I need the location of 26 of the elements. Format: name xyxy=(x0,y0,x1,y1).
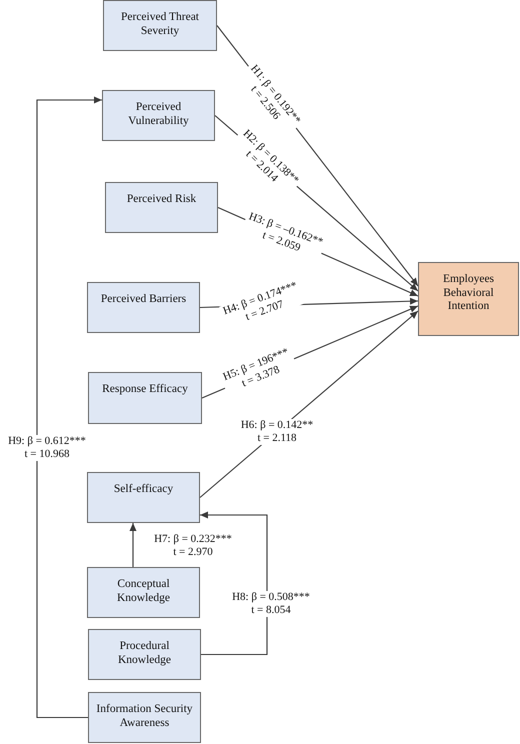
construct-box xyxy=(102,90,215,141)
edge-label: H9: β = 0.612*** t = 10.968 xyxy=(6,435,88,461)
construct-name: Information Security Awareness xyxy=(95,703,194,730)
construct-box xyxy=(88,629,201,680)
construct-name: Perceived Barriers xyxy=(100,293,186,306)
construct-box xyxy=(87,282,200,333)
construct-name: Perceived Risk xyxy=(126,193,196,206)
construct-box xyxy=(88,372,202,424)
edge-label: H8: β = 0.508*** t = 8.054 xyxy=(230,591,312,617)
construct-name: Self-efficacy xyxy=(114,483,174,496)
construct-name: Perceived Vulnerability xyxy=(127,101,190,128)
edge-label: H6: β = 0.142** t = 2.118 xyxy=(238,419,316,445)
arrow xyxy=(36,96,102,718)
construct-name: Response Efficacy xyxy=(102,383,188,396)
construct-name: Employees Behavioral Intention xyxy=(442,273,496,314)
arrow xyxy=(200,512,268,656)
construct-box xyxy=(105,182,218,233)
arrow xyxy=(130,523,136,567)
construct-box xyxy=(103,0,217,51)
construct-box xyxy=(88,692,201,743)
construct-box xyxy=(418,262,519,336)
construct-box xyxy=(87,472,200,523)
construct-name: Procedural Knowledge xyxy=(116,640,172,667)
construct-name: Conceptual Knowledge xyxy=(116,578,171,605)
construct-name: Perceived Threat Severity xyxy=(120,11,200,38)
construct-box xyxy=(87,567,200,618)
